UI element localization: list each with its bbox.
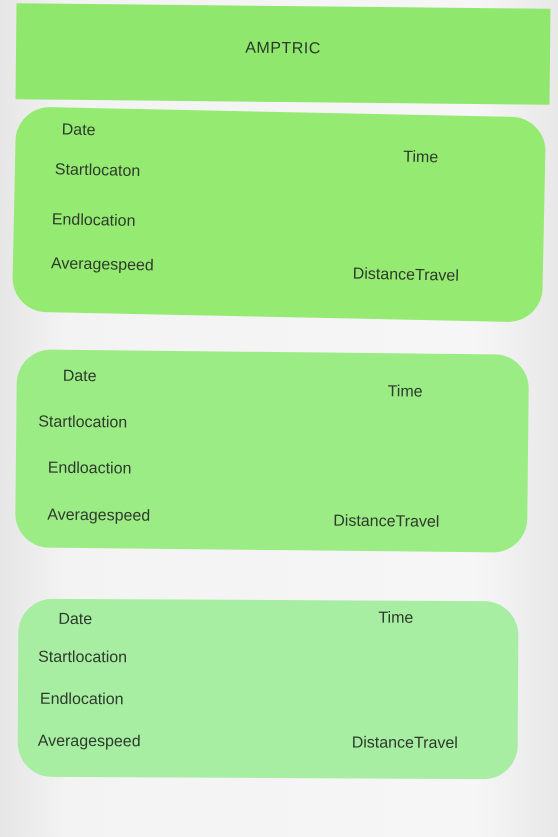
app-header: AMPTRIC <box>15 3 551 105</box>
trip-distance-travel-label: DistanceTravel <box>352 265 460 285</box>
trip-distance-travel-label: DistanceTravel <box>351 734 458 752</box>
trip-average-speed-label: Averagespeed <box>47 506 151 525</box>
trip-date-label: Date <box>58 610 93 629</box>
trip-start-location-label: Startlocation <box>38 648 128 667</box>
trip-time-label: Time <box>403 148 439 167</box>
trip-date-label: Date <box>62 367 97 386</box>
trip-average-speed-label: Averagespeed <box>37 732 141 751</box>
trip-start-location-label: Startlocaton <box>54 161 141 181</box>
trip-time-label: Time <box>387 383 423 401</box>
trip-card[interactable]: Date Time Startlocation Endlocation Aver… <box>17 598 519 780</box>
app-title: AMPTRIC <box>245 39 321 58</box>
trip-date-label: Date <box>61 121 96 140</box>
trip-average-speed-label: Averagespeed <box>50 255 154 275</box>
trip-time-label: Time <box>378 609 414 627</box>
trip-card[interactable]: Date Time Startlocaton Endlocation Avera… <box>11 106 547 323</box>
trip-end-location-label: Endloaction <box>47 459 132 478</box>
trip-card[interactable]: Date Time Startlocation Endloaction Aver… <box>14 349 530 553</box>
trip-distance-travel-label: DistanceTravel <box>333 512 440 531</box>
trip-start-location-label: Startlocation <box>38 413 128 432</box>
trip-end-location-label: Endlocation <box>39 690 124 709</box>
trip-end-location-label: Endlocation <box>51 211 136 230</box>
